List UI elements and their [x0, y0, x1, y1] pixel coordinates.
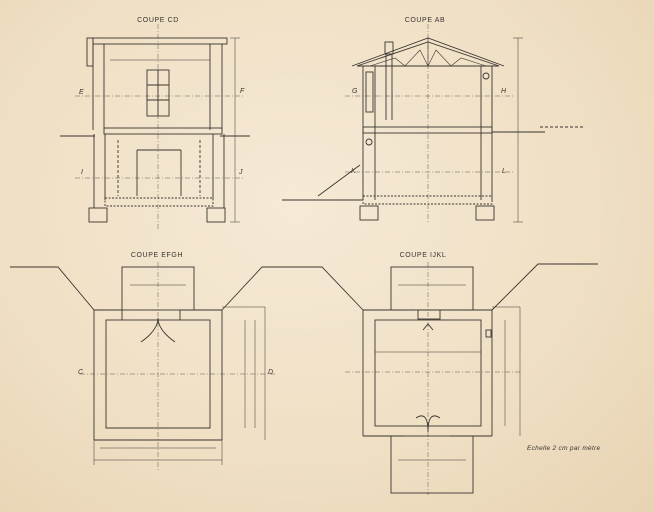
marker-d: D [268, 369, 274, 376]
section-title-ab: COUPE AB [404, 17, 446, 24]
section-title-efgh: COUPE EFGH [130, 252, 184, 259]
section-title-cd: COUPE CD [137, 17, 179, 24]
marker-l: L [502, 168, 506, 175]
marker-g: G [352, 88, 358, 95]
marker-k: K [351, 168, 356, 175]
marker-f: F [240, 88, 245, 95]
marker-e: E [79, 89, 84, 96]
section-efgh-drawing [10, 262, 302, 470]
section-cd-drawing [60, 24, 250, 230]
marker-i: I [81, 169, 83, 176]
scale-note: Echelle 2 cm par mètre [527, 445, 601, 452]
section-ab-drawing [282, 24, 585, 224]
marker-h: H [501, 88, 507, 95]
marker-j: J [239, 169, 243, 176]
marker-c: C [78, 369, 84, 376]
section-title-ijkl: COUPE IJKL [399, 252, 447, 259]
section-ijkl-drawing [302, 262, 598, 495]
